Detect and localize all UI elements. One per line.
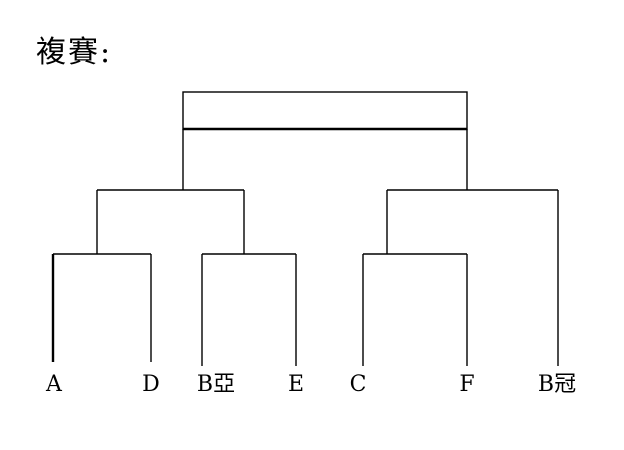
page-title: 複賽: [36,35,113,70]
player-label-b2: B亞 [196,372,236,397]
player-label-b1: B冠 [537,372,577,397]
champion-box [182,91,468,130]
player-label-e: E [287,372,305,397]
match-c-f [362,253,468,366]
match-b2-e [201,253,297,366]
match-final [182,91,468,190]
player-label-a: A [46,372,62,397]
match-right-semi [386,189,559,366]
player-label-d: D [142,372,160,397]
player-label-f: F [459,372,475,397]
match-left-semi [96,189,245,254]
match-a-d [51,253,152,362]
player-label-c: C [349,372,367,397]
